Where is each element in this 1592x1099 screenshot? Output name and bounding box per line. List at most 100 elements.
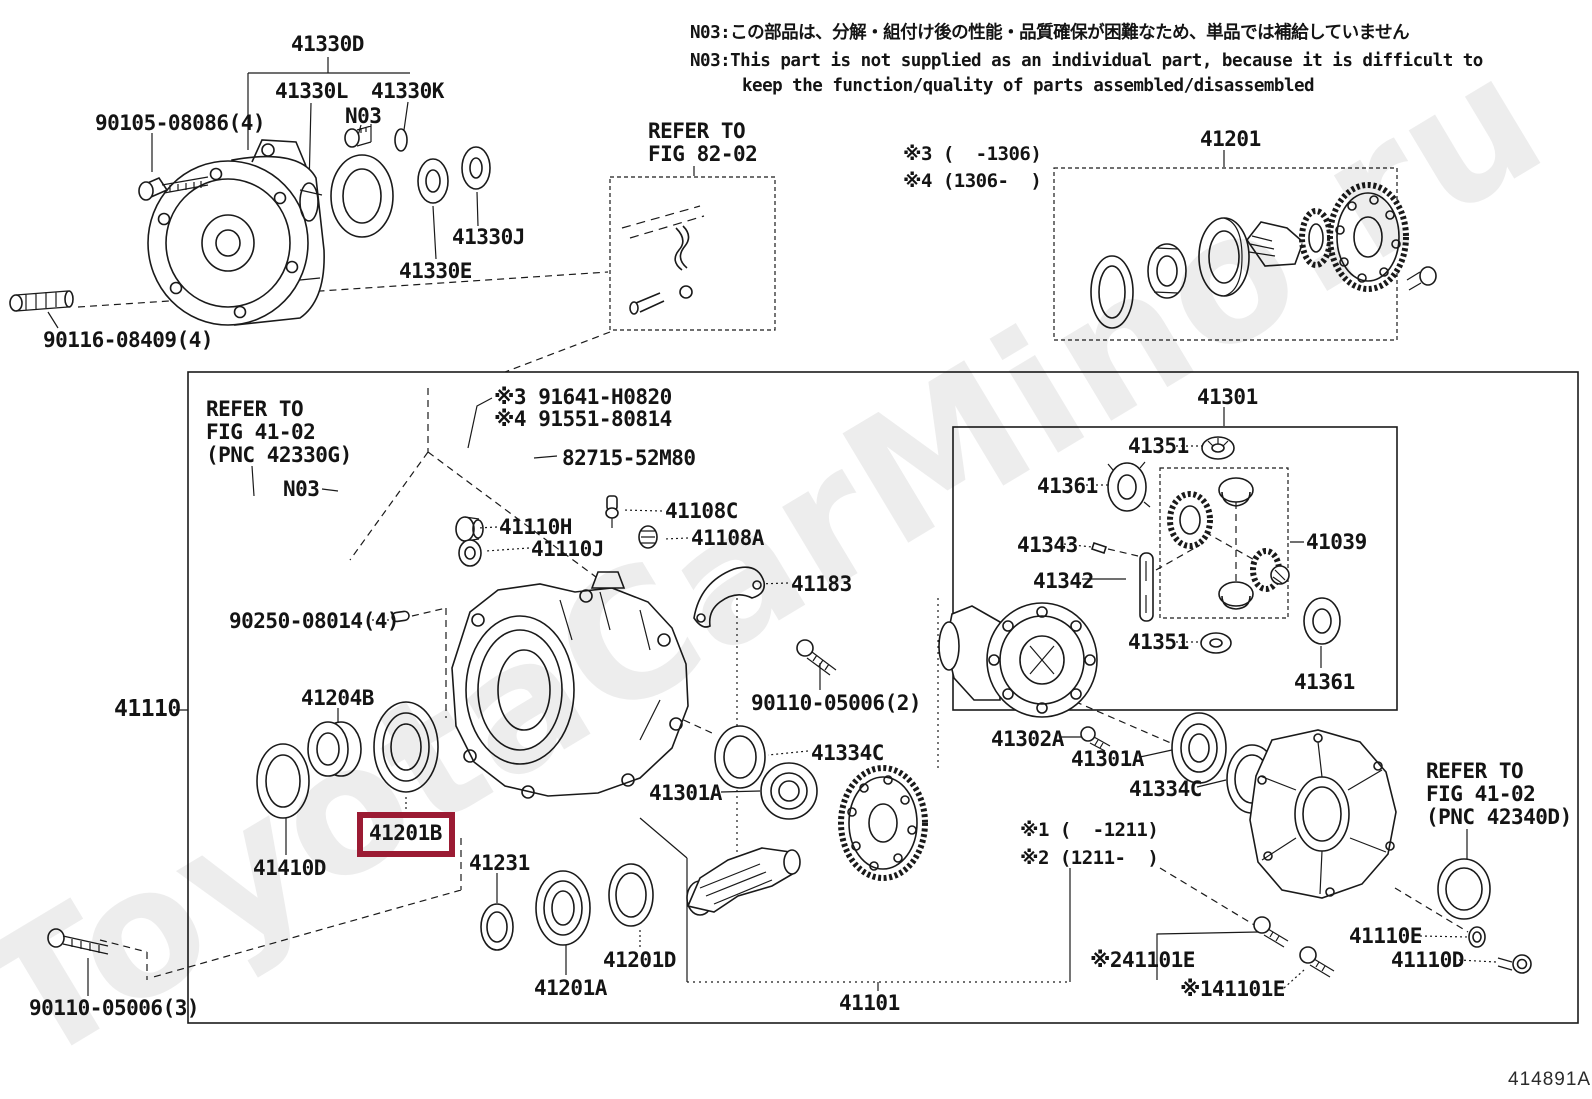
ref-fig4102b-line2: FIG 41-02	[1426, 782, 1536, 806]
note-en-line2: keep the function/quality of parts assem…	[742, 76, 1315, 96]
bolt-41101E-2-drawing	[1253, 916, 1289, 948]
part-label-41301A-right[interactable]: 41301A	[1071, 747, 1144, 771]
part-label-41410D[interactable]: 41410D	[253, 856, 326, 880]
main-frame	[187, 371, 1579, 1024]
part-label-41108A[interactable]: 41108A	[691, 526, 764, 550]
note-marker-n03-mid: N03	[283, 477, 320, 501]
ref-fig4102a-line3: (PNC 42330G)	[206, 443, 352, 467]
part-label-41351-top[interactable]: 41351	[1128, 434, 1189, 458]
part-label-41361-top[interactable]: 41361	[1037, 474, 1098, 498]
washer-41330J-drawing	[461, 146, 491, 190]
remark-4: ※4 (1306- )	[903, 170, 1042, 192]
part-label-41201B-highlighted[interactable]: 41201B	[369, 821, 442, 845]
part-label-41334C-left[interactable]: 41334C	[811, 741, 884, 765]
part-label-41231[interactable]: 41231	[469, 851, 530, 875]
part-label-41039[interactable]: 41039	[1306, 530, 1367, 554]
part-label-41330J[interactable]: 41330J	[452, 225, 525, 249]
spider-gears-41039-drawing	[1167, 477, 1290, 610]
bearing-41201A-drawing	[535, 870, 591, 946]
part-label-41110[interactable]: 41110	[114, 696, 181, 722]
note-marker-n03-top: N03	[345, 104, 382, 128]
tube-41183-drawing	[693, 566, 766, 628]
pin-90250-drawing	[391, 610, 410, 623]
remark-3: ※3 ( -1306)	[903, 143, 1042, 165]
ref-fig4102b-line3: (PNC 42340D)	[1426, 805, 1572, 829]
part-label-41302A[interactable]: 41302A	[991, 727, 1064, 751]
part-label-41334C-right[interactable]: 41334C	[1129, 777, 1202, 801]
frame-41039	[1159, 467, 1289, 619]
bearing-41204B-drawing	[307, 721, 362, 777]
gasket-41110J-drawing	[458, 539, 482, 567]
part-label-41201[interactable]: 41201	[1200, 127, 1261, 151]
seal-42340d-drawing	[1437, 858, 1491, 920]
bolt-41101E-1-drawing	[1299, 946, 1335, 978]
diff-case-41301-drawing	[938, 602, 1098, 718]
part-label-90105-08086[interactable]: 90105-08086(4)	[95, 111, 266, 135]
part-label-91551[interactable]: ※4 91551-80814	[494, 407, 672, 431]
bolt-41302A-drawing	[1080, 726, 1111, 752]
plug-n03-drawing	[344, 124, 372, 148]
pinion-shaft-bottom-drawing	[686, 847, 801, 916]
seal-41231-drawing	[480, 903, 514, 951]
remark-1: ※1 ( -1211)	[1020, 819, 1159, 841]
note-en-line1: N03:This part is not supplied as an indi…	[690, 51, 1483, 71]
note-jp: N03:この部品は、分解・組付け後の性能・品質確保が困難なため、単品では補給して…	[690, 23, 1410, 43]
seal-41410D-drawing	[256, 743, 310, 819]
part-label-41342[interactable]: 41342	[1033, 569, 1094, 593]
washer-41361a-drawing	[1107, 461, 1151, 512]
ring-gear-bottom-drawing	[838, 765, 928, 881]
part-label-82715[interactable]: 82715-52M80	[562, 446, 696, 470]
part-label-41361-bottom[interactable]: 41361	[1294, 670, 1355, 694]
part-label-41201D[interactable]: 41201D	[603, 948, 676, 972]
bolt-90110-3-drawing	[47, 928, 109, 955]
ref-fig8202-line1: REFER TO	[648, 119, 746, 143]
washer-41361b-drawing	[1303, 597, 1341, 645]
drawing-diff-carrier-front	[147, 139, 325, 326]
part-label-91641[interactable]: ※3 91641-H0820	[494, 385, 672, 409]
frame-41301	[952, 426, 1398, 711]
bearing-41301A-right-drawing	[1171, 712, 1227, 784]
part-label-41101E-1[interactable]: ※141101E	[1180, 977, 1285, 1001]
washer-41351a-drawing	[1201, 436, 1235, 460]
part-label-41330E[interactable]: 41330E	[399, 259, 472, 283]
bolt-90110-2-drawing	[796, 639, 837, 676]
ref-fig4102b-line1: REFER TO	[1426, 759, 1524, 783]
part-label-41183[interactable]: 41183	[791, 572, 852, 596]
part-label-41343[interactable]: 41343	[1017, 533, 1078, 557]
part-label-90110-2[interactable]: 90110-05006(2)	[751, 691, 922, 715]
part-label-90250[interactable]: 90250-08014(4)	[229, 609, 400, 633]
highlight-box-41201B	[357, 812, 455, 857]
part-label-41301A-left[interactable]: 41301A	[649, 781, 722, 805]
part-label-41110D[interactable]: 41110D	[1391, 948, 1464, 972]
bearing-41301A-left-drawing	[760, 762, 818, 820]
part-label-41330D[interactable]: 41330D	[291, 32, 364, 56]
pin-41343-drawing	[1090, 541, 1108, 555]
leader-lines	[47, 57, 1468, 996]
part-label-41330L[interactable]: 41330L	[275, 79, 348, 103]
part-label-90116-08409[interactable]: 90116-08409(4)	[43, 328, 214, 352]
construction-lines	[77, 271, 1469, 980]
ref-fig4102a-line1: REFER TO	[206, 397, 304, 421]
ring-41330L-drawing	[330, 154, 394, 238]
part-label-41201A[interactable]: 41201A	[534, 976, 607, 1000]
rear-cover-drawing	[1249, 729, 1397, 899]
part-label-41301[interactable]: 41301	[1197, 385, 1258, 409]
set-41201-drawing	[1090, 182, 1437, 329]
snap-ring-drawing	[299, 182, 319, 222]
part-label-41101E-2[interactable]: ※241101E	[1090, 948, 1195, 972]
part-label-41110E[interactable]: 41110E	[1349, 924, 1422, 948]
remark-2: ※2 (1211- )	[1020, 847, 1159, 869]
race-41201B-drawing	[373, 701, 439, 793]
hose-fig8202-drawing	[621, 205, 705, 315]
part-label-41108C[interactable]: 41108C	[665, 499, 738, 523]
part-label-41204B[interactable]: 41204B	[301, 686, 374, 710]
race-41334C-left-drawing	[714, 725, 766, 789]
part-label-41101[interactable]: 41101	[839, 991, 900, 1015]
part-label-90110-3[interactable]: 90110-05006(3)	[29, 996, 200, 1020]
part-label-41351-bottom[interactable]: 41351	[1128, 630, 1189, 654]
carrier-case-drawing	[451, 571, 689, 799]
part-label-41110J[interactable]: 41110J	[531, 537, 604, 561]
part-label-41110H[interactable]: 41110H	[499, 515, 572, 539]
part-label-41330K[interactable]: 41330K	[371, 79, 444, 103]
